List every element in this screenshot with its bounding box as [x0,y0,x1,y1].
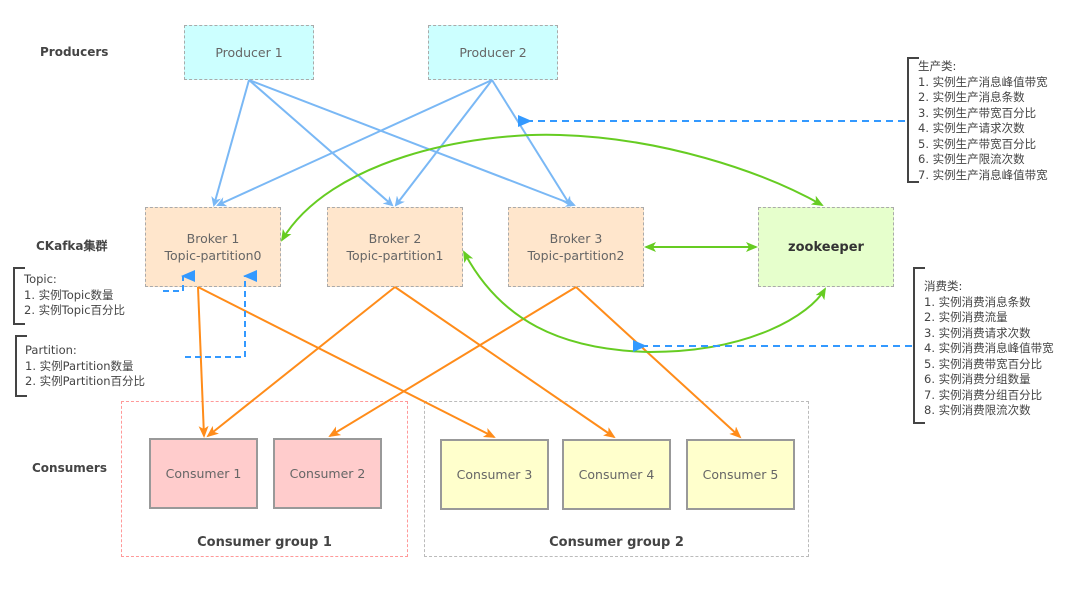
consumer-5-label: Consumer 5 [702,467,779,482]
consumer-metric-item: 8. 实例消费限流次数 [924,403,1031,417]
partition-metrics-bracket [15,335,27,397]
broker-1[interactable]: Broker 1 Topic-partition0 [145,207,281,287]
consumer-5[interactable]: Consumer 5 [686,439,795,510]
producer-2[interactable]: Producer 2 [428,25,558,80]
consumer-4-label: Consumer 4 [578,467,655,482]
topic-metric-item: 1. 实例Topic数量 [24,287,114,302]
produce-arrow-p2-b1 [216,79,493,207]
partition-metrics-title: Partition: [25,343,77,357]
consumer-metric-item: 7. 实例消费分组百分比 [924,387,1043,402]
partition-metric-item: 1. 实例Partition数量 [25,358,134,373]
consumer-metric-item: 3. 实例消费请求次数 [924,325,1031,340]
producer-metrics-bracket [907,57,919,183]
consume-arrow-b2-c4 [394,286,616,439]
topic-metrics-pointer [163,270,195,292]
consume-arrow-b1-c1 [197,286,209,438]
partition-metric-item: 2. 实例Partition百分比 [25,374,146,388]
produce-arrow-p1-b3 [248,79,576,207]
producer-metric-item: 2. 实例生产消息条数 [918,90,1025,104]
partition-metrics-note: Partition: 1. 实例Partition数量 2. 实例Partiti… [25,343,145,390]
consume-arrow-b1-c3 [197,286,496,438]
consumer-group-2: Consumer group 2 [424,401,809,557]
broker-1-name: Broker 1 [186,231,240,246]
row-label-producers: Producers [40,45,109,59]
producer-metrics-title: 生产类: [918,59,957,73]
consumer-1[interactable]: Consumer 1 [149,438,258,509]
consumer-metric-item: 5. 实例消费带宽百分比 [924,356,1043,371]
consumer-metrics-bracket [913,267,925,424]
consume-arrow-b3-c2 [328,286,577,438]
producer-2-label: Producer 2 [459,45,527,60]
partition-metrics-pointer [185,270,257,358]
consumer-2[interactable]: Consumer 2 [273,438,382,509]
producer-metrics-note: 生产类: 1. 实例生产消息峰值带宽 2. 实例生产消息条数 3. 实例生产带宽… [918,59,1048,183]
consumer-metric-item: 1. 实例消费消息条数 [924,294,1031,309]
consumer-metric-item: 6. 实例消费分组数量 [924,372,1031,386]
zk-link-broker1 [280,133,824,242]
row-label-consumers: Consumers [32,461,107,475]
row-label-cluster: CKafka集群 [36,239,108,253]
producer-metric-item: 4. 实例生产请求次数 [918,121,1025,135]
produce-arrow-p1-b1 [211,79,250,207]
consumer-metrics-note: 消费类: 1. 实例消费消息条数 2. 实例消费流量 3. 实例消费请求次数 4… [924,279,1054,419]
produce-arrow-p2-b2 [394,79,493,207]
consumer-3[interactable]: Consumer 3 [440,439,549,510]
consume-arrow-b3-c5 [575,286,742,439]
producer-metric-item: 6. 实例生产限流次数 [918,152,1025,166]
producer-metric-item: 1. 实例生产消息峰值带宽 [918,74,1048,89]
consumer-metrics-title: 消费类: [924,279,963,293]
producer-1[interactable]: Producer 1 [184,25,314,80]
consumer-group-1-label: Consumer group 1 [197,535,332,550]
produce-arrow-p1-b2 [248,79,394,207]
producer-metric-item: 7. 实例生产消息峰值带宽 [918,167,1048,182]
consumer-metric-item: 2. 实例消费流量 [924,310,1008,324]
topic-metrics-note: Topic: 1. 实例Topic数量 2. 实例Topic百分比 [24,272,125,319]
consumer-4[interactable]: Consumer 4 [562,439,671,510]
produce-arrow-p2-b3 [491,79,572,207]
zk-link-broker2 [463,250,827,354]
topic-metric-item: 2. 实例Topic百分比 [24,303,126,317]
consumer-3-label: Consumer 3 [456,467,533,482]
producer-metric-item: 3. 实例生产带宽百分比 [918,105,1037,120]
broker-2-partition: Topic-partition1 [346,248,444,263]
topic-metrics-title: Topic: [24,272,57,286]
consumer-1-label: Consumer 1 [165,466,242,481]
producer-1-label: Producer 1 [215,45,283,60]
consumer-group-2-label: Consumer group 2 [549,535,684,550]
consumer-metric-item: 4. 实例消费消息峰值带宽 [924,341,1054,355]
consumer-2-label: Consumer 2 [289,466,366,481]
topic-metrics-bracket [13,267,25,325]
consume-arrow-b2-c1 [206,286,396,438]
consumer-group-1: Consumer group 1 [121,401,408,557]
broker-1-partition: Topic-partition0 [164,248,262,263]
producer-metric-item: 5. 实例生产带宽百分比 [918,136,1037,151]
